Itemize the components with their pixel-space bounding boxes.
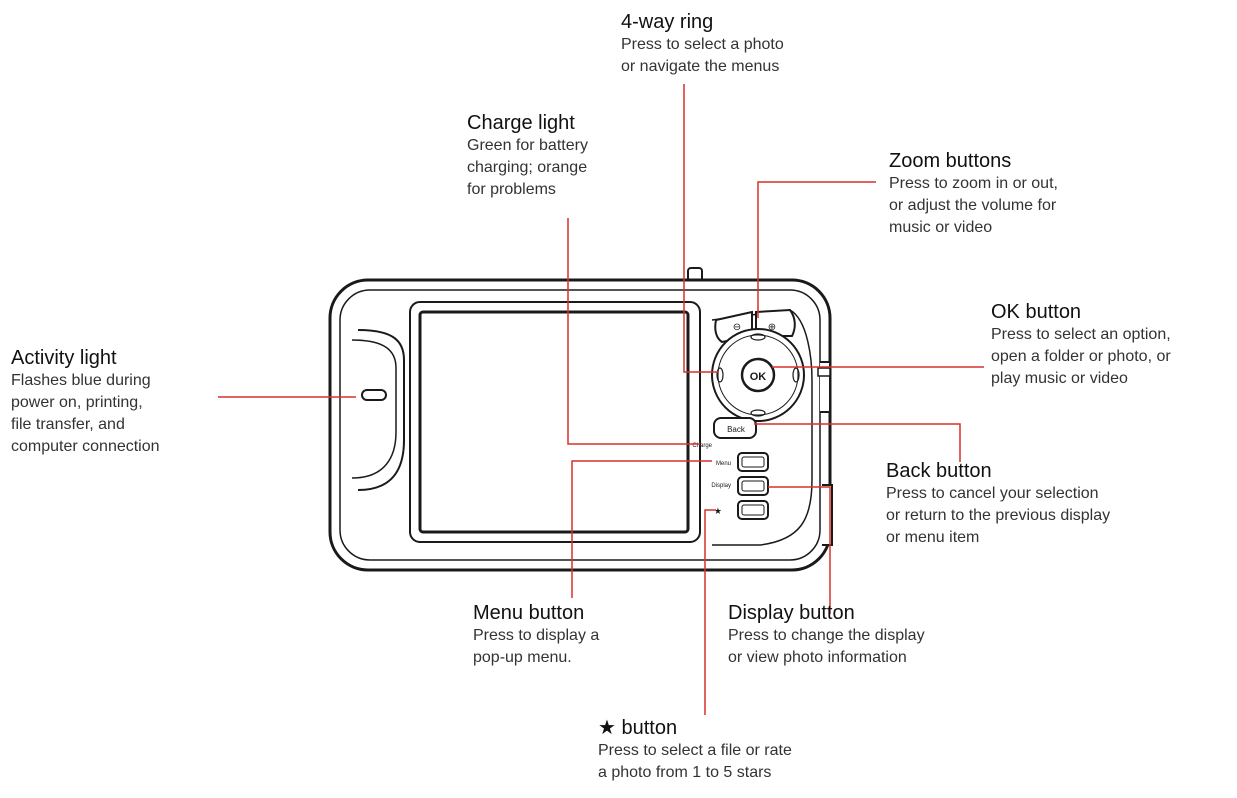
activity-light-desc-4: computer connection (11, 438, 160, 455)
activity-light (361, 389, 387, 401)
back-button-desc-3: or menu item (886, 529, 980, 546)
back-button-desc-1: Press to cancel your selection (886, 485, 1099, 502)
charge-light-desc-2: charging; orange (467, 159, 588, 176)
leader-zoom-buttons (757, 181, 876, 318)
four-way-ring-desc-1: Press to select a photo (621, 36, 784, 53)
menu-label: Menu (716, 461, 731, 467)
leader-lines (218, 84, 984, 715)
leader-star-button (704, 509, 716, 715)
zoom-in-icon: ⊕ (768, 322, 776, 333)
callout-ok-button: OK button Press to select an option, ope… (991, 300, 1171, 390)
callout-zoom-buttons: Zoom buttons Press to zoom in or out, or… (889, 149, 1058, 239)
callout-menu-button: Menu button Press to display a pop-up me… (473, 601, 599, 669)
charge-light-desc-1: Green for battery (467, 137, 588, 154)
callout-charge-light: Charge light Green for battery charging;… (467, 111, 588, 201)
back-button-label: Back (727, 425, 746, 434)
device-body-inner (339, 289, 821, 561)
four-way-ring-desc-2: or navigate the menus (621, 58, 780, 75)
leader-charge-light (567, 218, 700, 445)
leader-back-button (754, 423, 961, 462)
zoom-buttons-desc-2: or adjust the volume for (889, 197, 1057, 214)
activity-light-desc-2: power on, printing, (11, 394, 143, 411)
left-grip (357, 329, 405, 491)
callout-activity-light: Activity light Flashes blue during power… (11, 346, 160, 458)
four-way-ring-title: 4-way ring (621, 11, 714, 33)
leader-menu-button (571, 460, 712, 598)
back-button (713, 417, 757, 439)
back-button-desc-2: or return to the previous display (886, 507, 1111, 524)
display-button-title: Display button (728, 602, 855, 624)
zoom-buttons-desc-3: music or video (889, 219, 993, 236)
callout-back-button: Back button Press to cancel your selecti… (886, 459, 1110, 549)
activity-light-desc-3: file transfer, and (11, 416, 125, 433)
menu-button-desc-1: Press to display a (473, 627, 600, 644)
ok-button-label: OK (750, 371, 767, 383)
ok-button-title: OK button (991, 301, 1082, 323)
menu-button-title: Menu button (473, 602, 585, 624)
ok-button (740, 357, 776, 393)
zoom-buttons-title: Zoom buttons (889, 150, 1012, 172)
menu-button-desc-2: pop-up menu. (473, 649, 572, 666)
charge-light-desc-3: for problems (467, 181, 556, 198)
star-label: ★ (714, 506, 722, 516)
zoom-out-icon: ⊖ (733, 322, 741, 333)
ok-button-desc-1: Press to select an option, (991, 326, 1171, 343)
star-button-desc-2: a photo from 1 to 5 stars (598, 764, 772, 781)
callout-display-button: Display button Press to change the displ… (728, 601, 925, 669)
ok-button-desc-3: play music or video (991, 370, 1128, 387)
charge-light-title: Charge light (467, 112, 575, 134)
star-button-desc-1: Press to select a file or rate (598, 742, 792, 759)
star-icon: ★ (598, 717, 616, 739)
leader-display-button (768, 486, 831, 614)
display-button-desc-1: Press to change the display (728, 627, 925, 644)
ok-button-desc-2: open a folder or photo, or (991, 348, 1171, 365)
star-button-title-line: ★ button (598, 716, 792, 740)
display-button-desc-2: or view photo information (728, 649, 907, 666)
back-button-title: Back button (886, 460, 992, 482)
zoom-buttons-desc-1: Press to zoom in or out, (889, 175, 1058, 192)
activity-light-desc-1: Flashes blue during (11, 372, 151, 389)
charge-label: Charge (692, 443, 712, 449)
control-panel (711, 309, 813, 546)
star-button-title: button (621, 717, 678, 739)
callout-star-button: ★ button Press to select a file or rate … (598, 716, 792, 784)
activity-light-title: Activity light (11, 347, 117, 369)
display-label: Display (711, 483, 731, 489)
leader-four-way-ring (683, 84, 718, 373)
screen (418, 310, 690, 534)
callout-four-way-ring: 4-way ring Press to select a photo or na… (621, 10, 784, 78)
